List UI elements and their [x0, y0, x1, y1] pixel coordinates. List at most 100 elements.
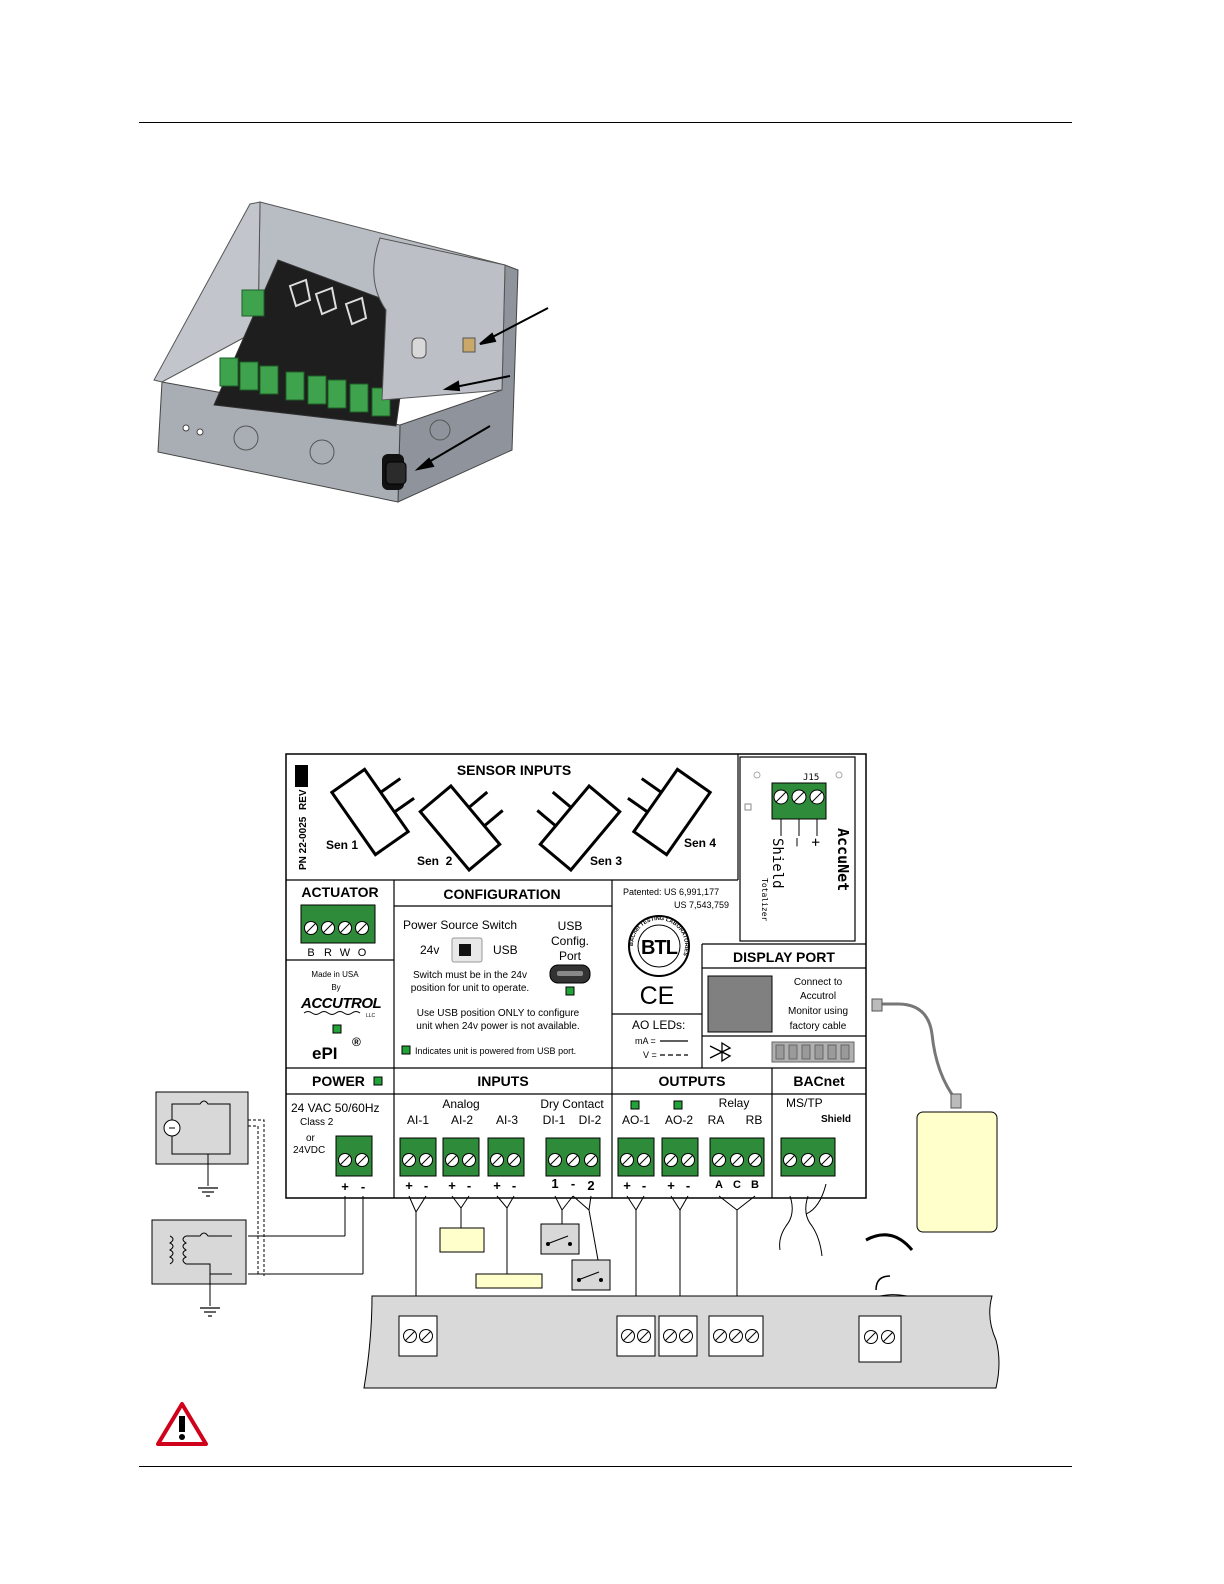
accunet-shield-pin: Shield [769, 838, 785, 889]
actuator-terminal [300, 904, 376, 944]
dc-power-supply [155, 1091, 249, 1186]
power-spec-4: 24VDC [293, 1145, 325, 1156]
ao-2-label: AO-2 [665, 1113, 693, 1127]
inputs-title: INPUTS [477, 1073, 528, 1089]
ao-leds-v: V = [643, 1050, 657, 1060]
actuator-title: ACTUATOR [301, 884, 378, 900]
bottom-rule [139, 1466, 1072, 1467]
ao-1-pin-plus: + [623, 1178, 631, 1193]
di-pin-1: 1 [551, 1176, 558, 1191]
switch-opt-24v: 24v [420, 943, 439, 957]
dry-contact-switch-1 [540, 1223, 580, 1255]
accutrol-logo: ACCUTROL [300, 995, 381, 1012]
power-spec-1: 24 VAC 50/60Hz [291, 1101, 380, 1115]
di-2-label: DI-2 [579, 1113, 602, 1127]
ce-mark: CE [640, 982, 675, 1010]
display-header-pins [771, 1041, 855, 1063]
ao-2-pin-minus: - [686, 1178, 690, 1193]
display-port-connector[interactable] [707, 975, 773, 1033]
bluetooth-icon [709, 1041, 732, 1063]
enclosure-illustration [153, 201, 549, 503]
ao-leds-title: AO LEDs: [632, 1018, 685, 1032]
power-title: POWER [312, 1073, 365, 1089]
display-port-line-2: Accutrol [800, 991, 836, 1002]
accunet-terminal [771, 782, 827, 820]
relay-label: Relay [719, 1096, 750, 1110]
analog-label: Analog [442, 1097, 479, 1111]
bacnet-mstp: MS/TP [786, 1096, 823, 1110]
ai-3-device [475, 1273, 543, 1289]
ai-2-label: AI-2 [451, 1113, 473, 1127]
power-spec-3: or [306, 1133, 316, 1144]
usb-power-legend: Indicates unit is powered from USB port. [415, 1046, 576, 1056]
ai-1-pin-plus: + [405, 1178, 413, 1193]
config-note-2: position for unit to operate. [411, 983, 529, 994]
maker-led [332, 1024, 342, 1034]
ai-2-pin-minus: - [467, 1178, 471, 1193]
relay-pin-c: C [733, 1179, 741, 1191]
accunet-totalizer: Totalizer [760, 878, 769, 922]
relay-pin-b: B [751, 1179, 759, 1191]
ao-2-led [673, 1100, 683, 1110]
ao-1-label: AO-1 [622, 1113, 650, 1127]
power-pin-minus: - [361, 1179, 365, 1194]
usb-led [565, 986, 575, 996]
power-source-switch-knob [459, 944, 471, 956]
rev-label: REV [298, 789, 309, 810]
warning-icon [156, 1402, 208, 1446]
dry-contact-switch-2 [571, 1259, 611, 1291]
product-name: ePI [312, 1044, 338, 1063]
sensor-3-label: Sen 3 [590, 854, 622, 868]
power-spec-2: Class 2 [300, 1117, 334, 1128]
usb-port-line-1: USB [558, 919, 583, 933]
power-led [373, 1076, 383, 1086]
dry-contact-label: Dry Contact [540, 1097, 604, 1111]
accunet-connector-id: J15 [803, 773, 819, 783]
actuator-pin-r: R [324, 947, 332, 959]
relay-ra-label: RA [708, 1113, 725, 1127]
actuator-pin-w: W [340, 947, 351, 959]
accunet-title: AccuNet [834, 828, 852, 891]
display-port-line-4: factory cable [790, 1021, 847, 1032]
usb-port-line-3: Port [559, 949, 582, 963]
accutrol-logo-wave [303, 1011, 361, 1015]
ao-1-pin-minus: - [642, 1178, 646, 1193]
made-by: By [331, 983, 340, 992]
accutrol-llc: LLC [366, 1013, 376, 1019]
config-note-1: Switch must be in the 24v [413, 970, 527, 981]
di-pin-2: 2 [587, 1178, 594, 1193]
display-cable-plug [871, 998, 883, 1012]
ao-leds-ma: mA = [635, 1036, 656, 1046]
ai-1-label: AI-1 [407, 1113, 429, 1127]
sensor-1-label: Sen 1 [326, 838, 358, 852]
patent-line-2: US 7,543,759 [674, 900, 729, 910]
rev-block [295, 765, 308, 787]
ai-3-pin-plus: + [493, 1178, 501, 1193]
actuator-pin-o: O [358, 947, 367, 959]
product-registered: ® [352, 1035, 361, 1049]
bacnet-shield: Shield [821, 1114, 851, 1125]
display-port-title: DISPLAY PORT [733, 949, 835, 965]
made-in-usa: Made in USA [311, 970, 359, 979]
configuration-title: CONFIGURATION [443, 886, 560, 902]
accunet-plus-pin: + [807, 838, 823, 846]
accunet-minus-pin: – [789, 838, 805, 847]
patent-line-1: Patented: US 6,991,177 [623, 887, 719, 897]
ai-2-pin-plus: + [448, 1178, 456, 1193]
ai-2-device [439, 1227, 485, 1253]
ai-1-pin-minus: - [424, 1178, 428, 1193]
actuator-pin-b: B [307, 947, 314, 959]
usb-port-line-2: Config. [551, 934, 589, 948]
sensor-shapes [329, 767, 713, 873]
bms-terminals [398, 1315, 902, 1363]
power-pin-plus: + [341, 1179, 349, 1194]
display-port-line-1: Connect to [794, 977, 843, 988]
bacnet-title: BACnet [793, 1073, 845, 1089]
display-port-line-3: Monitor using [788, 1006, 848, 1017]
accutrol-monitor [916, 1111, 998, 1233]
relay-pin-a: A [715, 1179, 723, 1191]
ai-3-label: AI-3 [496, 1113, 518, 1127]
terminal-blocks [335, 1135, 836, 1177]
btl-logo: BTL BACnet TESTING LABORATORIES [628, 915, 690, 977]
outputs-title: OUTPUTS [659, 1073, 726, 1089]
